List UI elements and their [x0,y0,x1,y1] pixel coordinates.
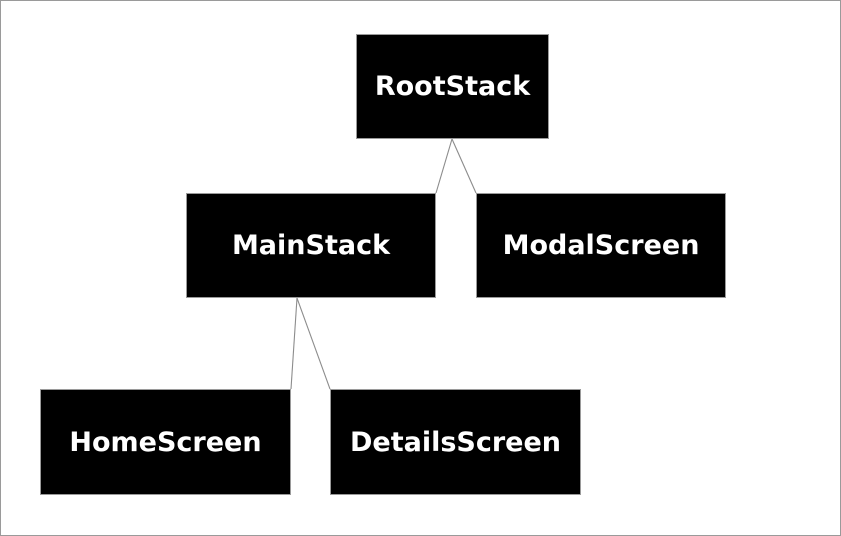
node-label-detailsscreen: DetailsScreen [349,426,562,458]
node-homescreen[interactable]: HomeScreen [40,389,291,495]
node-label-rootstack: RootStack [374,71,531,102]
node-detailsscreen[interactable]: DetailsScreen [330,389,581,495]
node-label-modalscreen: ModalScreen [502,230,700,261]
node-label-mainstack: MainStack [231,230,391,261]
edge-rootstack-to-modalscreen [451,138,477,194]
node-label-homescreen: HomeScreen [69,426,262,458]
edge-rootstack-to-mainstack [435,138,453,194]
node-rootstack[interactable]: RootStack [356,34,549,139]
edge-mainstack-to-homescreen [290,297,298,390]
edge-mainstack-to-detailsscreen [296,297,331,390]
node-modalscreen[interactable]: ModalScreen [476,193,726,298]
node-mainstack[interactable]: MainStack [186,193,436,298]
